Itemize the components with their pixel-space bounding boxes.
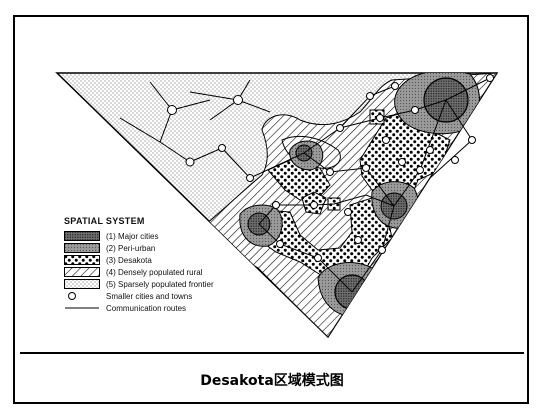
major-cities-swatch — [64, 231, 100, 241]
legend-item-frontier: (5) Sparsely populated frontier — [64, 278, 294, 290]
legend-item-desakota: (3) Desakota — [64, 254, 294, 266]
legend-title: SPATIAL SYSTEM — [64, 216, 145, 226]
legend-item-towns: Smaller cities and towns — [64, 290, 294, 302]
legend-item-rural: (4) Densely populated rural — [64, 266, 294, 278]
frontier-swatch — [64, 279, 100, 289]
legend-label: (5) Sparsely populated frontier — [106, 279, 214, 289]
rural-swatch — [64, 267, 100, 277]
legend: SPATIAL SYSTEM (1) Major cities (2) Peri… — [64, 216, 294, 314]
legend-item-periurban: (2) Peri-urban — [64, 242, 294, 254]
route-symbol — [64, 303, 100, 313]
communication-routes — [119, 77, 491, 293]
desakota-swatch — [64, 255, 100, 265]
legend-label: (1) Major cities — [106, 231, 159, 241]
legend-label: (2) Peri-urban — [106, 243, 156, 253]
town-symbol — [64, 291, 100, 301]
figure-caption: Desakota区域模式图 — [200, 373, 344, 389]
legend-item-routes: Communication routes — [64, 302, 294, 314]
legend-label: Smaller cities and towns — [106, 291, 193, 301]
periurban-swatch — [64, 243, 100, 253]
small-towns — [167, 74, 494, 262]
legend-label: (4) Densely populated rural — [106, 267, 203, 277]
legend-item-major-cities: (1) Major cities — [64, 230, 294, 242]
legend-label: (3) Desakota — [106, 255, 152, 265]
caption-divider — [20, 352, 524, 354]
legend-label: Communication routes — [106, 303, 187, 313]
